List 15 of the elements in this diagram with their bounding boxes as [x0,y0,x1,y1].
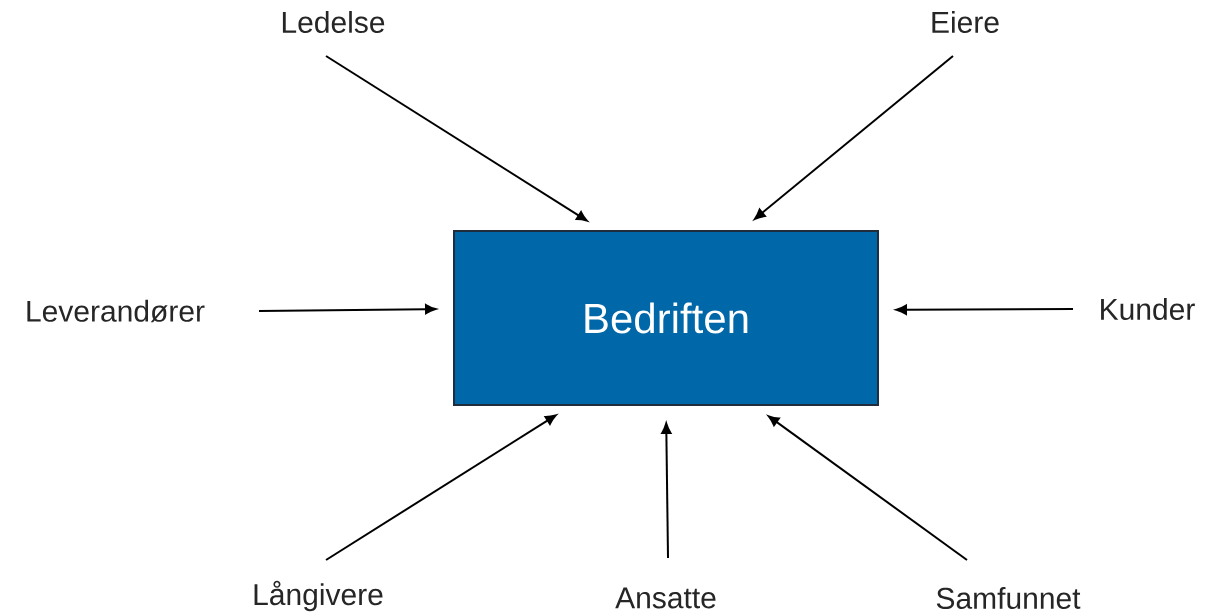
stakeholder-label: Ledelse [282,10,385,33]
stakeholder-label: Ansatte [615,587,716,609]
stakeholder-label: Leverandører [27,299,205,323]
stakeholder-label: Eiere [932,10,999,33]
arrow [754,55,954,220]
arrow [767,415,968,561]
arrow [325,55,588,222]
stakeholder-label: Samfunnet [936,587,1081,609]
arrow [325,414,557,561]
stakeholder-label: Kunder [1101,297,1195,320]
arrow [258,304,437,315]
company-box: Bedriften [453,230,879,406]
arrow [895,304,1074,315]
stakeholder-label: Långivere [254,580,383,612]
arrow [661,422,672,559]
